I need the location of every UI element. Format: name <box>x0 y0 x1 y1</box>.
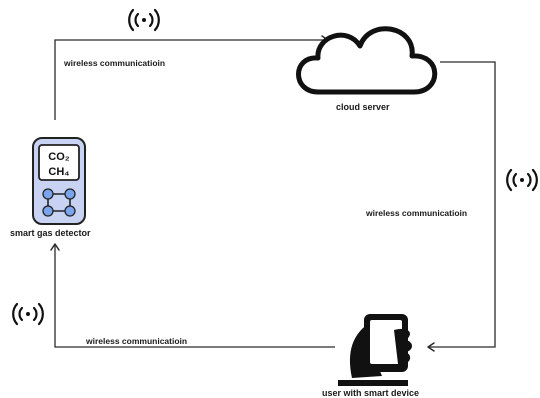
edge-label-user-to-detector: wireless communicatioin <box>86 336 188 346</box>
wireless-signal-icon <box>128 8 160 32</box>
gas-detector-icon: CO₂ CH₄ <box>32 137 86 225</box>
edge-user-to-detector <box>50 243 335 348</box>
cloud-icon <box>296 26 438 95</box>
user-with-smart-device-label: user with smart device <box>322 388 420 398</box>
edge-cloud-to-user <box>427 61 496 352</box>
cloud-server-label: cloud server <box>336 102 390 112</box>
wireless-signal-icon <box>506 168 538 192</box>
smart-gas-detector-label: smart gas detector <box>10 228 91 238</box>
hand-smartphone-icon <box>338 314 412 386</box>
wireless-signal-icon <box>12 302 44 326</box>
edge-label-cloud-to-user: wireless communicatioin <box>366 208 468 218</box>
edge-detector-to-cloud <box>54 35 329 120</box>
edge-label-detector-to-cloud: wireless communicatioin <box>64 58 166 68</box>
detector-screen-text-co2: CO₂ <box>48 151 70 163</box>
detector-screen-text-ch4: CH₄ <box>48 166 69 178</box>
